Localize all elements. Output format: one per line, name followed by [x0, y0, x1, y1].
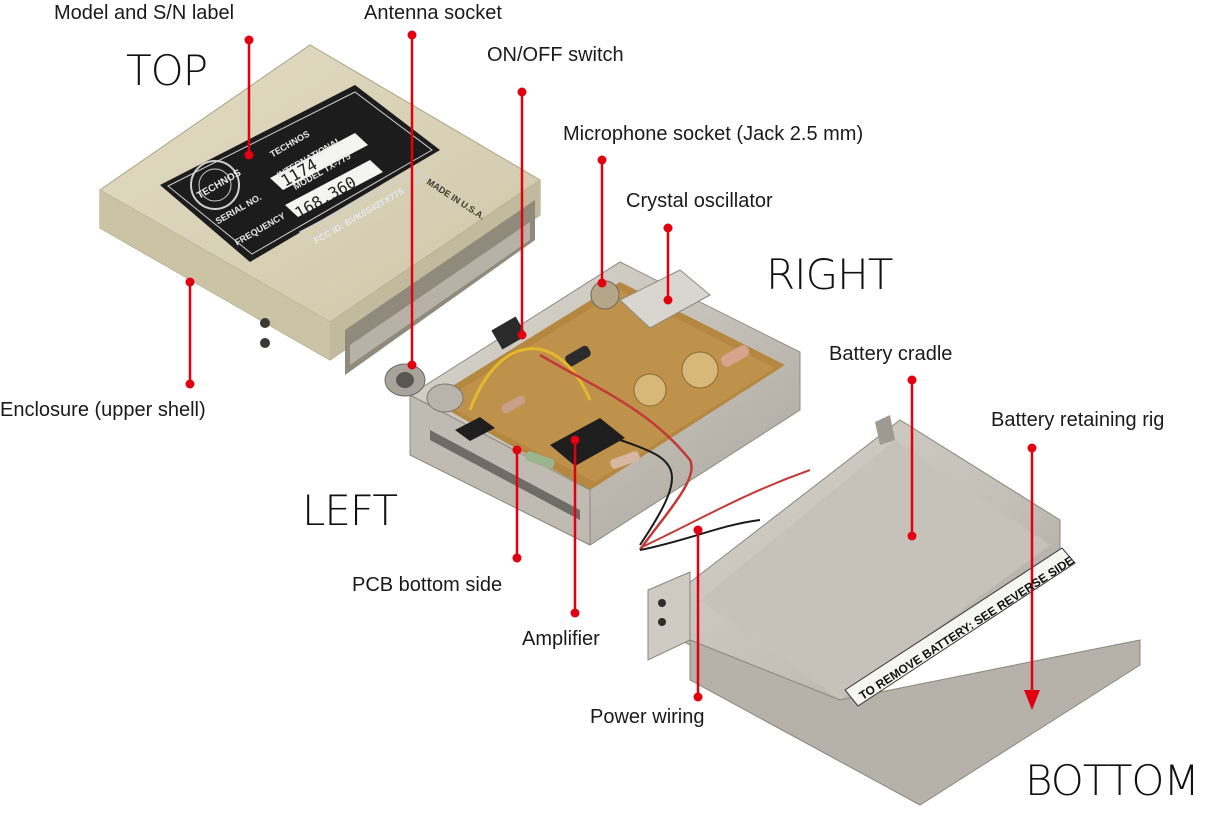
leader-lines — [185, 30, 1040, 710]
battery-cradle — [639, 415, 1141, 806]
orientation-top: TOP — [126, 46, 208, 95]
model-plate — [160, 85, 440, 262]
callout-enclosure: Enclosure (upper shell) — [0, 399, 206, 421]
callout-crystal: Crystal oscillator — [626, 190, 773, 212]
callout-pcb: PCB bottom side — [352, 574, 503, 596]
chassis-pcb — [384, 261, 801, 551]
orientation-bottom: BOTTOM — [1025, 756, 1200, 805]
callout-battery-cradle: Battery cradle — [829, 343, 953, 365]
callout-battery-rig: Battery retaining rig — [991, 409, 1165, 431]
orientation-right: RIGHT — [766, 250, 893, 299]
technos-logo-icon — [190, 160, 240, 210]
callout-power-wiring: Power wiring — [590, 706, 705, 728]
callout-switch: ON/OFF switch — [487, 44, 624, 66]
callout-microphone: Microphone socket (Jack 2.5 mm) — [563, 123, 864, 145]
callout-model-label: Model and S/N label — [54, 2, 235, 24]
callout-antenna-socket: Antenna socket — [364, 2, 502, 24]
orientation-left: LEFT — [302, 486, 398, 535]
callout-amplifier: Amplifier — [522, 628, 600, 650]
